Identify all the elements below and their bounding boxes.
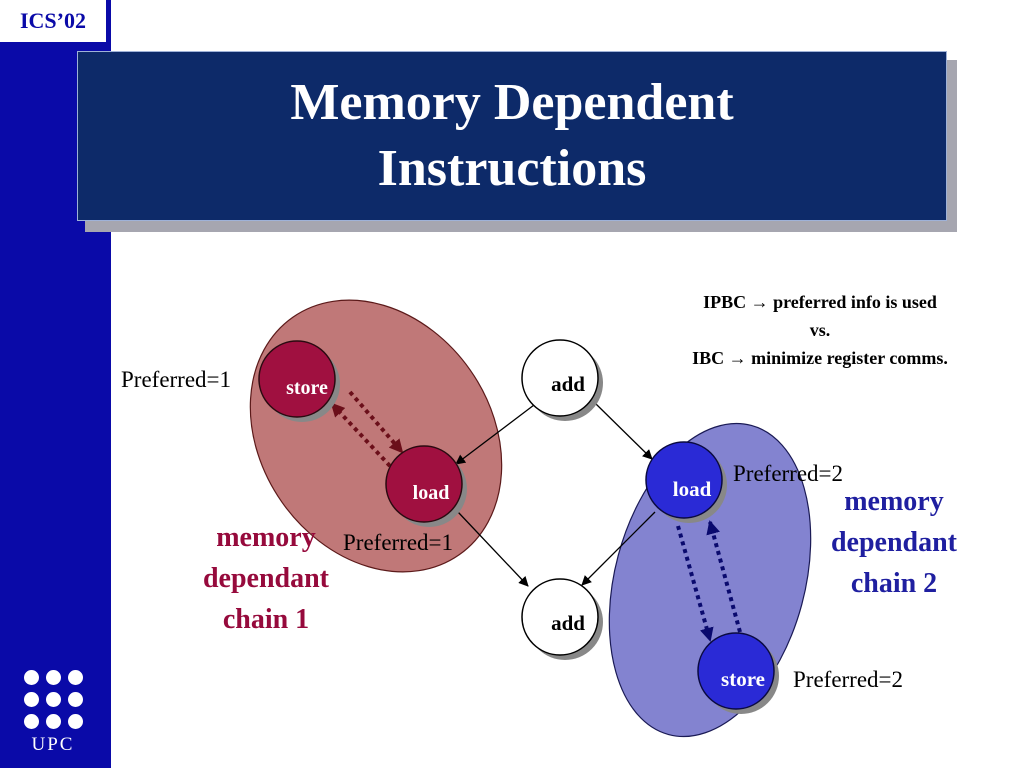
- preferred-label-store-1: Preferred=1: [121, 367, 232, 392]
- dep-arrow-load1-to-store1: [330, 402, 392, 468]
- chain-1-line-3: chain 1: [222, 604, 310, 635]
- node-store-1: [258, 340, 340, 422]
- node-load-1-label: load: [413, 482, 450, 504]
- node-store-2: [697, 632, 779, 714]
- node-add-top-label: add: [551, 372, 585, 396]
- note-line-3: IBC → minimize register comms.: [692, 348, 948, 368]
- node-add-bottom: [521, 578, 603, 660]
- comparison-note: IPBC → preferred info is used vs. IBC → …: [640, 288, 1000, 372]
- node-add-top: [521, 339, 603, 421]
- preferred-label-store-2: Preferred=2: [793, 667, 904, 692]
- chain-2-line-1: memory: [844, 486, 944, 517]
- dep-arrow-store1-to-load1: [348, 390, 404, 454]
- node-store-2-label: store: [721, 667, 765, 691]
- node-load-2-label: load: [673, 477, 712, 501]
- edge-load1-to-add: [457, 511, 529, 587]
- chain-1-line-1: memory: [216, 522, 316, 553]
- edge-add-to-load1: [455, 404, 535, 465]
- conference-label: ICS’02: [0, 0, 106, 42]
- edge-load2-to-add: [581, 511, 656, 586]
- preferred-label-load-1: Preferred=1: [343, 530, 454, 555]
- node-add-bottom-label: add: [551, 611, 585, 635]
- chain-2-line-3: chain 2: [850, 568, 938, 599]
- upc-logo-text: UPC: [31, 734, 75, 755]
- title-line-1: Memory Dependent: [290, 74, 734, 131]
- chain-2-line-2: dependant: [830, 527, 958, 558]
- slide-title: Memory Dependent Instructions: [77, 51, 947, 221]
- title-line-2: Instructions: [377, 140, 647, 197]
- dep-arrow-store2-to-load2: [706, 520, 742, 633]
- dep-arrow-load2-to-store2: [676, 525, 714, 642]
- chain-2-caption: memory dependant chain 2: [804, 481, 984, 604]
- node-store-1-label: store: [286, 377, 328, 399]
- node-load-2: [645, 441, 727, 523]
- note-line-2: vs.: [809, 320, 831, 340]
- chain-1-line-2: dependant: [202, 563, 330, 594]
- chain-1-caption: memory dependant chain 1: [176, 517, 356, 640]
- preferred-label-load-2: Preferred=2: [733, 461, 844, 486]
- note-line-1: IPBC → preferred info is used: [703, 292, 937, 312]
- upc-logo-dots: [24, 670, 84, 732]
- edge-add-to-load2: [595, 403, 653, 460]
- node-load-1: [385, 445, 467, 527]
